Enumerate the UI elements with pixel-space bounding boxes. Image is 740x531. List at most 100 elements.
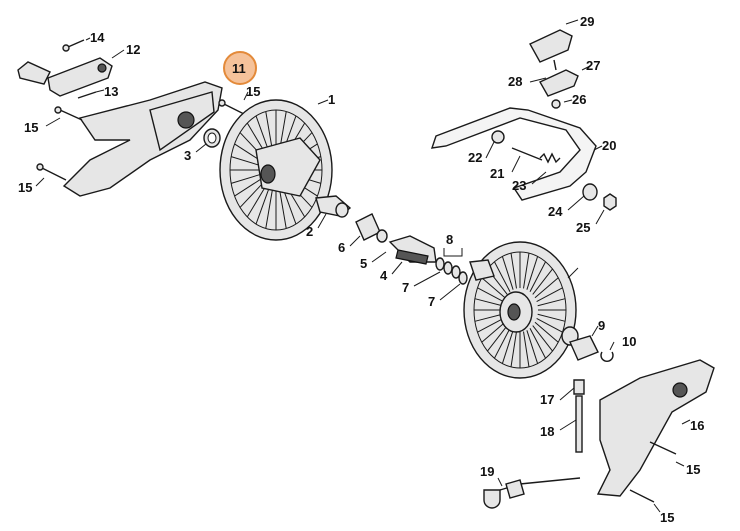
part-15-screw-right-upper: [649, 441, 677, 455]
highlight-marker-part-11: [223, 51, 257, 85]
reel-spoke: [477, 317, 504, 333]
callout-21[interactable]: 21: [490, 166, 504, 181]
part-16-right-frame: [596, 359, 715, 497]
reel-spoke: [526, 256, 539, 290]
reel-spoke: [474, 298, 503, 307]
reel-spoke: [536, 287, 563, 303]
callout-18[interactable]: 18: [540, 424, 554, 439]
reel-spoke: [526, 330, 539, 364]
part-3-washer: [203, 128, 221, 148]
callout-7-upper[interactable]: 7: [402, 280, 409, 295]
callout-28[interactable]: 28: [508, 74, 522, 89]
callout-10[interactable]: 10: [622, 334, 636, 349]
part-15-screw-right-lower: [629, 489, 655, 503]
callout-20[interactable]: 20: [602, 138, 616, 153]
callout-26[interactable]: 26: [572, 92, 586, 107]
part-14-screw: [62, 39, 85, 52]
reel-spoke: [234, 178, 262, 197]
callout-15-right-upper[interactable]: 15: [686, 462, 700, 477]
reel-spoke: [534, 321, 559, 343]
reel-spoke: [481, 321, 506, 343]
reel-spoke: [494, 328, 511, 359]
callout-24[interactable]: 24: [548, 204, 563, 219]
reel-spoke: [255, 187, 270, 225]
leader-lines: [35, 19, 691, 513]
reel-spoke: [481, 277, 506, 299]
callout-14[interactable]: 14: [90, 30, 105, 45]
callout-22[interactable]: 22: [468, 150, 482, 165]
callout-3[interactable]: 3: [184, 148, 191, 163]
part-15-screw-lower-left: [36, 163, 67, 181]
reel-spoke: [474, 313, 503, 322]
reel-spoke: [494, 261, 511, 292]
part-9-bushing: [561, 326, 599, 361]
reel-spoke: [510, 331, 517, 367]
reel-spoke: [510, 253, 517, 289]
part-15-screw-upper-left: [54, 106, 83, 121]
callout-2[interactable]: 2: [306, 224, 313, 239]
part-1-reel-disc-left: [219, 99, 333, 241]
callout-15-right-lower[interactable]: 15: [660, 510, 674, 525]
part-11-left-frame: [62, 81, 223, 197]
callout-12[interactable]: 12: [126, 42, 140, 57]
part-21-pin: [511, 147, 543, 161]
callout-29[interactable]: 29: [580, 14, 594, 29]
part-10-clip: [600, 351, 614, 362]
callout-1[interactable]: 1: [328, 92, 335, 107]
callout-15-upper-left[interactable]: 15: [24, 120, 38, 135]
callout-15-top[interactable]: 15: [246, 84, 260, 99]
callout-23[interactable]: 23: [512, 178, 526, 193]
callout-11[interactable]: 11: [232, 61, 246, 76]
callout-25[interactable]: 25: [576, 220, 590, 235]
reel-spoke: [231, 156, 261, 167]
reel-spoke: [239, 182, 264, 208]
reel-spoke: [265, 189, 273, 229]
part-29-cap: [529, 29, 573, 63]
part-6-fitting: [355, 213, 388, 243]
reel-spoke: [536, 317, 563, 333]
callout-9[interactable]: 9: [598, 318, 605, 333]
part-7-8-o-rings: [435, 257, 468, 285]
reel-spoke: [255, 115, 270, 153]
part-26-screw: [551, 99, 561, 109]
reel-spoke: [523, 253, 530, 289]
callout-7-lower[interactable]: 7: [428, 294, 435, 309]
part-13-screw: [77, 91, 97, 99]
part-2-tube: [315, 195, 352, 218]
reel-spoke: [537, 313, 566, 322]
reel-spoke: [534, 277, 559, 299]
callout-19[interactable]: 19: [480, 464, 494, 479]
reel-spoke: [231, 173, 261, 184]
part-19-hose-coupling: [483, 477, 581, 509]
callout-17[interactable]: 17: [540, 392, 554, 407]
part-5-swivel-joint: [388, 235, 437, 265]
reel-spoke: [523, 331, 530, 367]
reel-spoke: [282, 187, 297, 225]
callout-13[interactable]: 13: [104, 84, 118, 99]
part-12-handle-grip: [17, 57, 113, 97]
reel-spoke: [501, 256, 514, 290]
part-20-handle-bar: [430, 107, 597, 201]
part-22-knob: [491, 130, 505, 144]
callout-6[interactable]: 6: [338, 240, 345, 255]
part-25-star-knob: [603, 193, 617, 211]
callout-15-lower-left[interactable]: 15: [18, 180, 32, 195]
reel-spoke: [279, 189, 287, 229]
part-23-spring: [539, 152, 561, 164]
callout-5[interactable]: 5: [360, 256, 367, 271]
callout-16[interactable]: 16: [690, 418, 704, 433]
callout-4[interactable]: 4: [380, 268, 388, 283]
part-27-bracket: [539, 69, 579, 97]
part-28-pin: [553, 59, 557, 71]
reel-spoke: [532, 325, 553, 352]
callout-8[interactable]: 8: [446, 232, 453, 247]
callout-27[interactable]: 27: [586, 58, 600, 73]
part-17-nipple: [573, 379, 585, 395]
part-18-hose-stub: [575, 395, 583, 453]
part-15-screw-top: [218, 99, 245, 115]
part-24-bushing: [582, 183, 598, 201]
callout-labels: 14 12 11 13 15 15 15 3 1 2 6 5 4 7 7 8 2…: [18, 14, 704, 525]
part-1-reel-disc-right: [463, 241, 577, 379]
